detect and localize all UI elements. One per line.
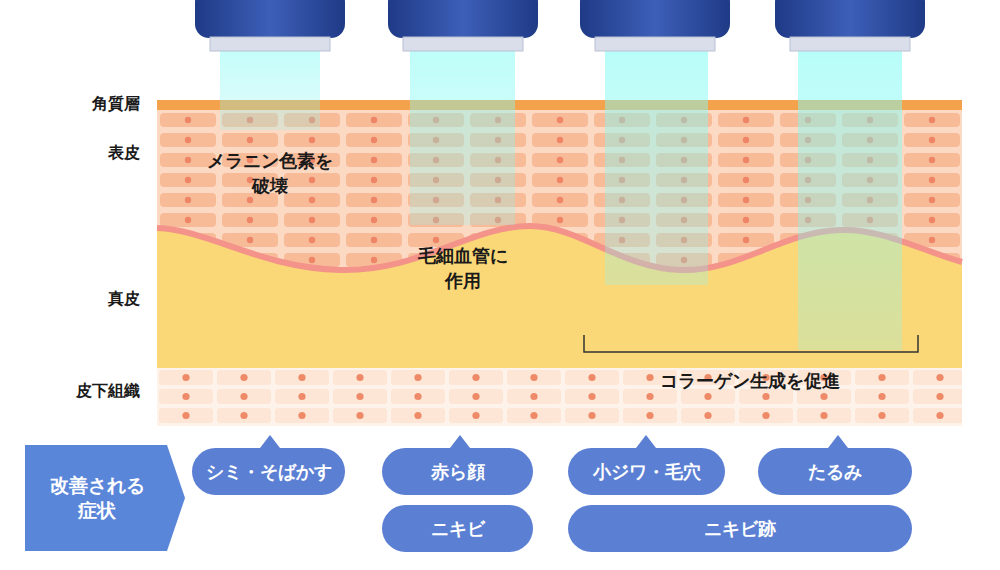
node-text: たるみ (808, 460, 862, 483)
node-text: ニキビ跡 (704, 517, 776, 540)
arrow-box: 改善される 症状 (25, 445, 185, 551)
device-rim (790, 37, 910, 51)
symptom-pill: 赤ら顔 (382, 448, 533, 495)
device-head (775, 0, 925, 38)
device-head (388, 0, 538, 38)
device-head (195, 0, 345, 38)
effect-label: コラーゲン生成を促進 (660, 368, 840, 393)
symptom-pill: 小ジワ・毛穴 (568, 448, 725, 495)
symptom-pill: ニキビ (382, 505, 533, 552)
node-text: 赤ら顔 (431, 460, 485, 483)
device-head (580, 0, 730, 38)
device-rim (595, 37, 715, 51)
node-text: シミ・そばかす (206, 460, 332, 483)
effect-label: メラニン色素を 破壊 (195, 148, 345, 198)
arrow-outline (25, 445, 185, 551)
node-text: 改善される 症状 (47, 473, 147, 522)
effect-label: 毛細血管に 作用 (408, 243, 518, 293)
node-text: 小ジワ・毛穴 (593, 460, 701, 483)
layer-label: 表皮 (108, 142, 140, 164)
layer-label: 皮下組織 (76, 380, 140, 402)
symptom-pill: シミ・そばかす (192, 448, 345, 495)
symptom-pill: たるみ (758, 448, 912, 495)
device-rim (210, 37, 330, 51)
node-text: ニキビ (431, 517, 485, 540)
device-rim (403, 37, 523, 51)
layer-label: 真皮 (108, 288, 140, 310)
layer-label: 角質層 (92, 93, 140, 115)
symptom-pill: ニキビ跡 (568, 505, 912, 552)
